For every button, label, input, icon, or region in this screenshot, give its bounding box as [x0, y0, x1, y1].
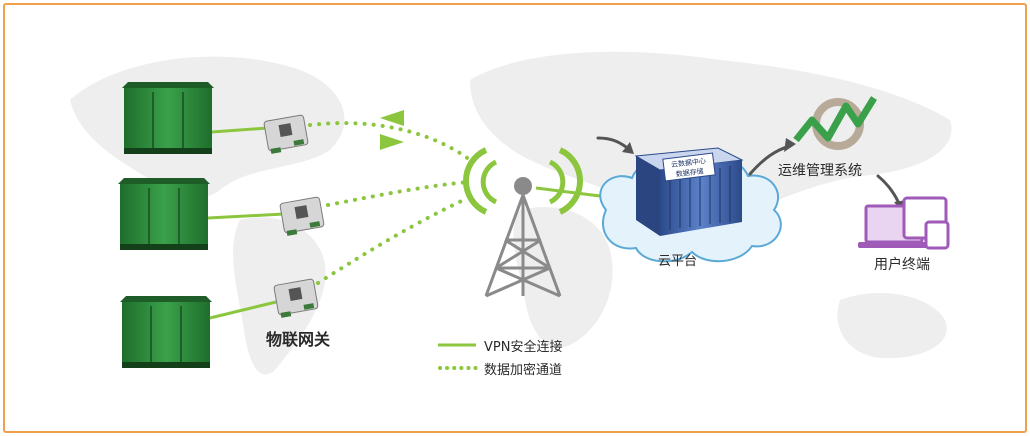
substation-cabinet-2 [118, 178, 210, 250]
iot-gateway-2 [279, 196, 325, 236]
substation-cabinet-3 [120, 296, 212, 368]
ops-system-logo-icon [793, 96, 877, 150]
ops-system-label: 运维管理系统 [778, 163, 862, 179]
legend [438, 343, 478, 370]
signal-tower-icon [463, 147, 583, 298]
vpn-links-cabinets [207, 126, 285, 320]
server-label-line2: 数据存储 [675, 166, 704, 178]
encrypted-data-channels [308, 121, 472, 285]
data-direction-arrows [380, 110, 404, 150]
substation-cabinet-1 [122, 82, 214, 154]
user-terminal-label: 用户终端 [874, 257, 930, 273]
iot-gateway-1 [263, 114, 309, 154]
iot-gateway-3 [273, 278, 319, 318]
tower-cloud-link [535, 186, 601, 198]
server-label-line1: 云数据中心 [671, 156, 707, 169]
cloud-platform-label: 云平台 [658, 254, 698, 269]
user-terminal-icon [858, 196, 950, 250]
cloud-server-icon: 云数据中心 数据存储 [634, 147, 744, 236]
legend-vpn-label: VPN安全连接 [484, 340, 563, 355]
legend-data-label: 数据加密通道 [484, 363, 563, 378]
gateway-label: 物联网关 [266, 330, 331, 349]
